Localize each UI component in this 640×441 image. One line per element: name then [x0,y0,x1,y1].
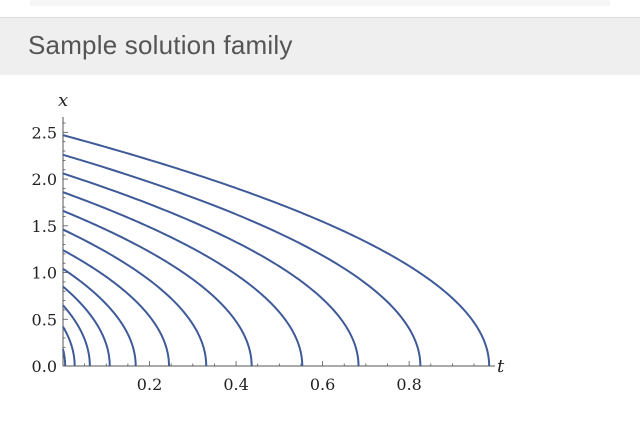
x-tick-label: 0.2 [137,375,162,394]
y-axis-label: x [58,90,68,111]
axes: 0.0 0.5 1.0 1.5 2.0 2.5 0.2 0.4 0.6 0.8 [32,117,495,394]
x-tick-label: 0.6 [310,375,335,394]
y-tick-label: 0.5 [32,310,57,329]
solution-family-plot: 0.0 0.5 1.0 1.5 2.0 2.5 0.2 0.4 0.6 0.8 x t [32,90,505,394]
section-header: Sample solution family [0,17,640,75]
solution-curve-9 [62,191,304,367]
solution-curve-3 [62,304,91,366]
y-tick-label: 2.0 [32,170,57,189]
top-strip [0,0,640,17]
solution-curve-4 [62,285,111,367]
solution-curve-7 [62,228,208,367]
section-title: Sample solution family [28,30,293,60]
solution-curve-8 [62,209,253,367]
solution-curve-10 [62,172,360,367]
x-tick-label: 0.8 [396,375,421,394]
previous-cell-edge [30,0,610,6]
solution-curve-1 [62,348,67,366]
solution-curve-11 [62,153,422,367]
x-axis-label: t [497,356,505,377]
y-tick-label: 1.5 [32,217,57,236]
solution-curve-2 [62,326,76,366]
y-tick-label: 1.0 [32,264,57,283]
curves [62,134,491,367]
solution-curve-6 [62,249,170,367]
solution-curve-12 [62,134,491,367]
x-tick-label: 0.4 [223,375,248,394]
y-tick-label: 0.0 [32,357,57,376]
y-tick-label: 2.5 [32,123,57,142]
solution-curve-5 [62,267,137,367]
plot-container: 0.0 0.5 1.0 1.5 2.0 2.5 0.2 0.4 0.6 0.8 x t [0,75,640,436]
